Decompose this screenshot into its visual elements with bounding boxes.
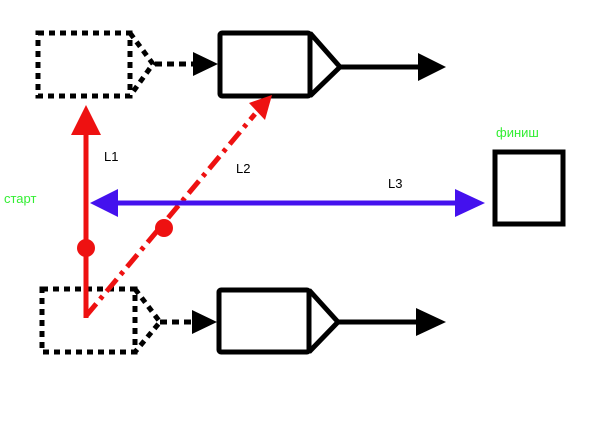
- top-solid-block: [217, 30, 343, 99]
- bottom-output-arrowhead: [416, 308, 446, 336]
- top-output-arrowhead: [418, 53, 446, 81]
- l1-label: L1: [104, 149, 119, 164]
- l3-right-arrowhead: [455, 189, 485, 217]
- finish-box: [492, 149, 566, 227]
- l1-path-dot: [77, 239, 95, 257]
- top-ghost-body: [35, 30, 133, 99]
- bottom-solid-nozzle: [307, 288, 341, 354]
- top-solid-nozzle: [308, 31, 343, 98]
- l1-path-arrowhead: [71, 105, 101, 135]
- bottom-ghost-link-arrowhead: [192, 310, 217, 334]
- top-solid-body: [217, 30, 313, 99]
- l2-path-arrowhead: [249, 95, 272, 120]
- top-ghost-nozzle: [127, 31, 157, 98]
- l2-path-dot: [155, 219, 173, 237]
- bottom-solid-body: [216, 287, 312, 355]
- l2-label: L2: [236, 161, 251, 176]
- top-ghost-block: [35, 30, 157, 99]
- l2-path-line: [84, 112, 257, 318]
- top-ghost-link-arrowhead: [193, 52, 218, 76]
- start-label: старт: [4, 191, 37, 206]
- l3-left-arrowhead: [90, 189, 118, 217]
- l3-label: L3: [388, 176, 403, 191]
- bottom-ghost-nozzle: [133, 287, 164, 354]
- bottom-solid-block: [216, 287, 341, 355]
- finish-label: финиш: [496, 125, 539, 140]
